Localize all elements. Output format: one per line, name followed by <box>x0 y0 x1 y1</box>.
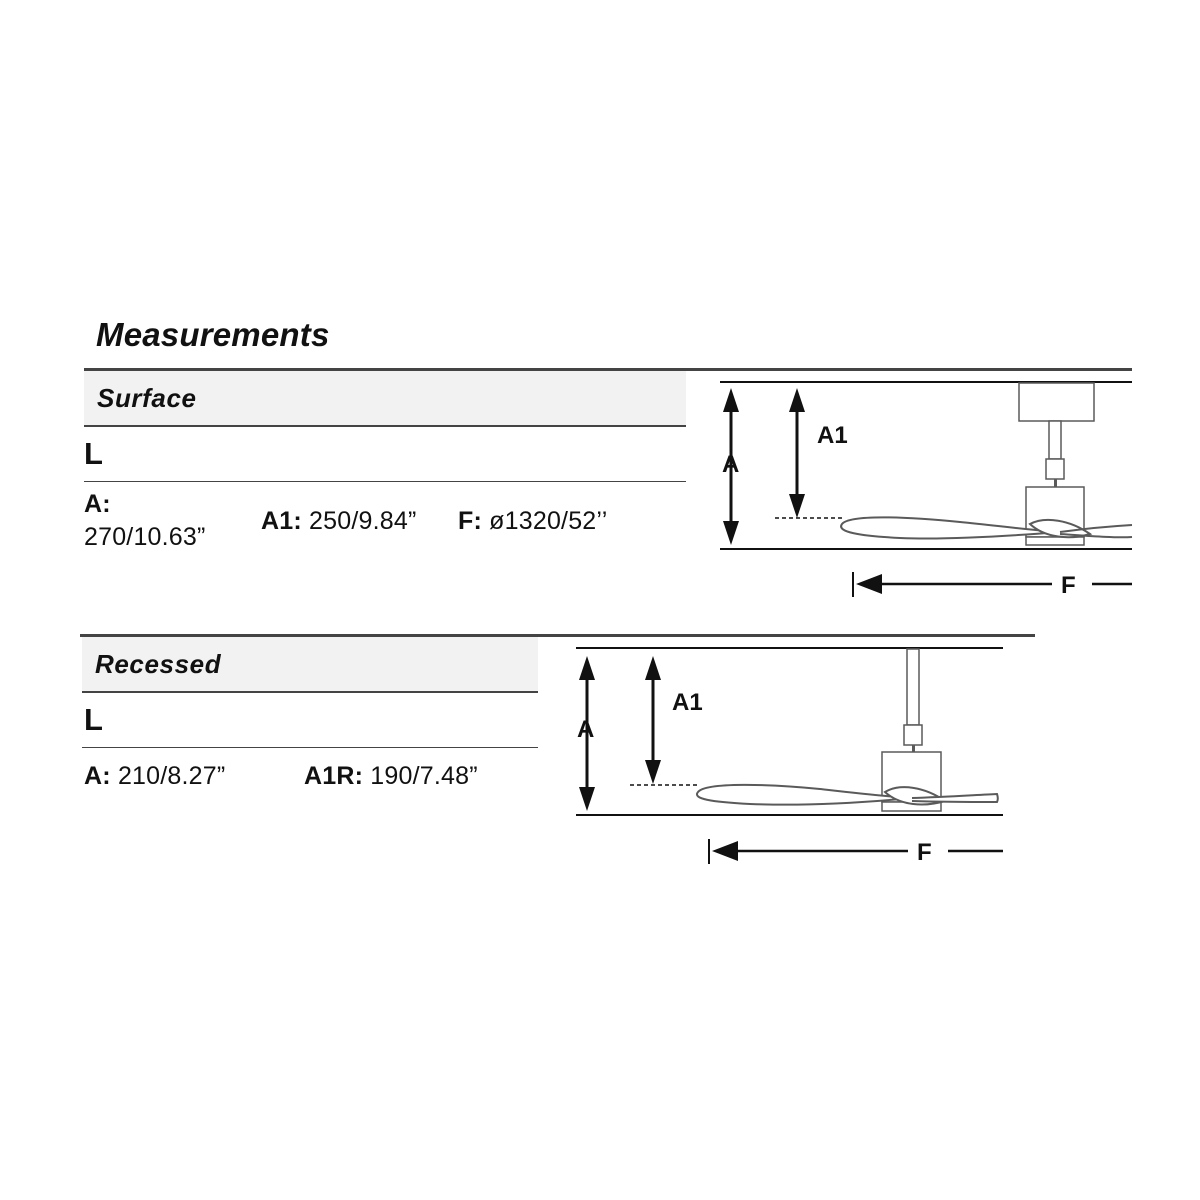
recessed-spec-a-value: 210/8.27” <box>117 762 226 790</box>
recessed-a1-dimension-arrow <box>645 656 661 784</box>
recessed-spec-a1r-value: 190/7.48” <box>370 762 478 790</box>
surface-spec-f-key: F: <box>458 507 482 535</box>
surface-a1-label: A1 <box>817 422 848 449</box>
recessed-spec-a: A: 210/8.27” <box>84 762 225 791</box>
recessed-model-rule <box>82 747 538 748</box>
surface-model-rule <box>84 481 686 482</box>
surface-spec-a1-value: 250/9.84” <box>309 507 417 535</box>
recessed-model: L <box>84 702 103 737</box>
recessed-band-rule <box>82 691 538 693</box>
surface-a1-dimension-arrow <box>789 388 805 518</box>
surface-f-label: F <box>1061 572 1076 599</box>
surface-top-rule <box>84 368 1132 371</box>
surface-heading-band: Surface <box>84 371 686 425</box>
recessed-top-rule <box>80 634 1035 637</box>
surface-band-rule <box>84 425 686 427</box>
surface-f-dimension-arrow <box>852 572 1132 597</box>
surface-model: L <box>84 436 103 471</box>
surface-spec-a1: A1: 250/9.84” <box>261 507 417 536</box>
surface-spec-a-value: 270/10.63” <box>84 523 206 551</box>
recessed-fan-drawing <box>695 648 999 812</box>
surface-spec-a: A: 270/10.63” <box>84 490 206 552</box>
recessed-spec-a1r-key: A1R: <box>304 762 364 790</box>
surface-fan-drawing <box>840 382 1133 546</box>
surface-heading: Surface <box>97 383 197 413</box>
surface-a-dimension-arrow <box>723 388 739 545</box>
page-title: Measurements <box>96 316 330 353</box>
recessed-spec-a1r: A1R: 190/7.48” <box>304 762 478 791</box>
surface-spec-f-value: ø1320/52’’ <box>489 507 608 535</box>
recessed-a1-label: A1 <box>672 689 703 716</box>
recessed-heading-band: Recessed <box>82 637 538 691</box>
surface-a-label: A <box>722 451 739 478</box>
recessed-a-label: A <box>577 716 594 743</box>
surface-spec-a1-key: A1: <box>261 507 302 535</box>
surface-spec-a-key: A: <box>84 490 111 518</box>
recessed-f-dimension-arrow <box>708 839 1003 864</box>
recessed-a-dimension-arrow <box>579 656 595 811</box>
recessed-f-label: F <box>917 839 932 866</box>
recessed-heading: Recessed <box>95 649 222 679</box>
recessed-spec-a-key: A: <box>84 762 111 790</box>
surface-spec-f: F: ø1320/52’’ <box>458 507 607 536</box>
